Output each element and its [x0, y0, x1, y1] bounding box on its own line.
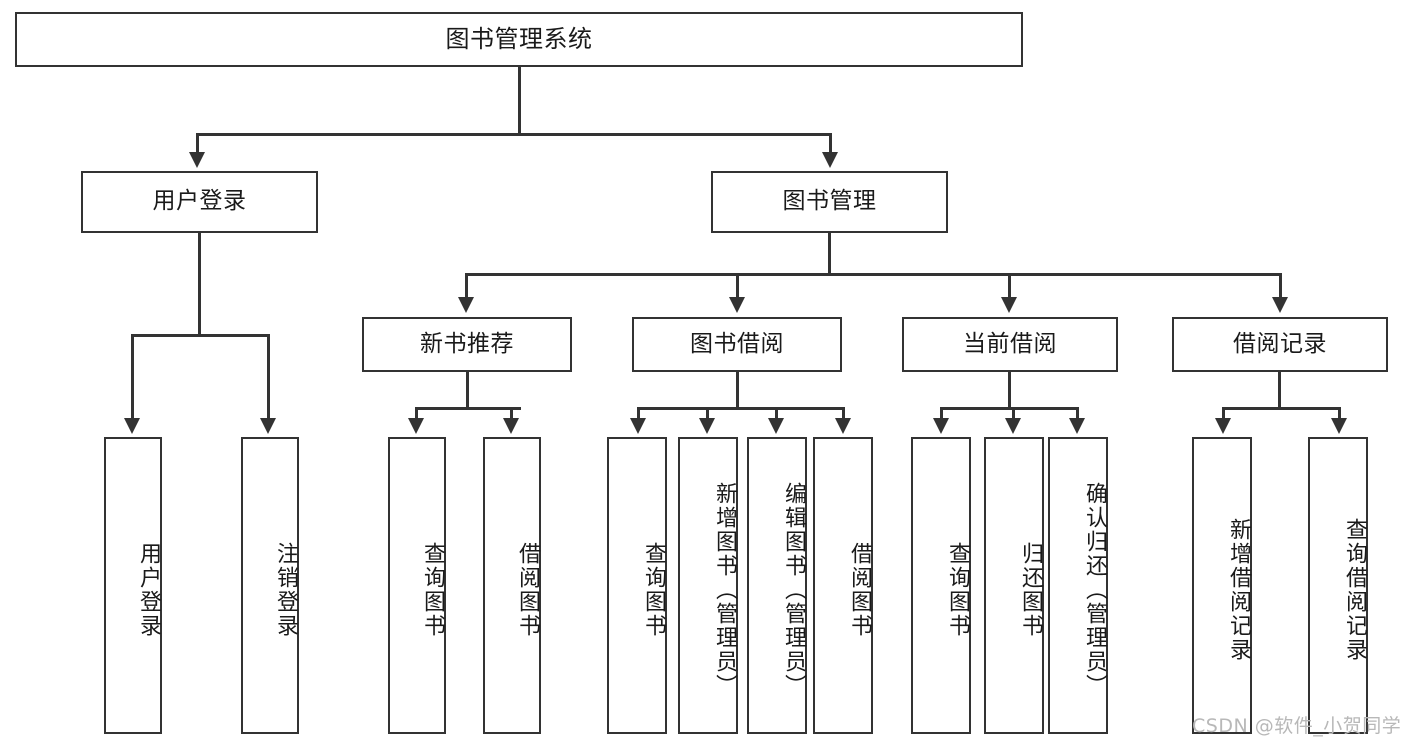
- leaf-borrow-query-book[interactable]: 查询图书: [607, 437, 667, 734]
- arrowhead-new-book-recommend: [458, 297, 474, 313]
- arrowhead-leaf-borrow-4: [835, 418, 851, 434]
- connector-root-to-book-mgmt: [829, 133, 832, 153]
- connector-record-drop-1: [1222, 407, 1225, 419]
- connector-recommend-drop-2: [510, 407, 513, 419]
- leaf-user-login-login[interactable]: 用户登录: [104, 437, 162, 734]
- connector-recommend-bar: [415, 407, 521, 410]
- leaf-current-return-book[interactable]: 归还图书: [984, 437, 1044, 734]
- leaf-borrow-borrow-book[interactable]: 借阅图书: [813, 437, 873, 734]
- connector-root-to-user-login: [196, 133, 199, 153]
- connector-borrow-drop-1: [637, 407, 640, 419]
- connector-current-drop-2: [1012, 407, 1015, 419]
- arrowhead-leaf-current-2: [1005, 418, 1021, 434]
- leaf-record-add-record[interactable]: 新增借阅记录: [1192, 437, 1252, 734]
- csdn-watermark: CSDN @软件_小贺同学: [1192, 715, 1402, 737]
- connector-book-mgmt-drop-1: [465, 273, 468, 298]
- node-current-borrow[interactable]: 当前借阅: [902, 317, 1118, 372]
- node-borrow-record[interactable]: 借阅记录: [1172, 317, 1388, 372]
- node-book-management[interactable]: 图书管理: [711, 171, 948, 233]
- connector-recommend-stem: [466, 372, 469, 410]
- node-book-borrow[interactable]: 图书借阅: [632, 317, 842, 372]
- arrowhead-leaf-user-login-1: [124, 418, 140, 434]
- leaf-recommend-borrow-book[interactable]: 借阅图书: [483, 437, 541, 734]
- connector-borrow-drop-4: [842, 407, 845, 419]
- arrowhead-leaf-recommend-1: [408, 418, 424, 434]
- node-user-login[interactable]: 用户登录: [81, 171, 318, 233]
- connector-user-login-drop-2: [267, 334, 270, 419]
- connector-borrow-drop-2: [706, 407, 709, 419]
- connector-current-stem: [1008, 372, 1011, 410]
- connector-book-mgmt-bar: [465, 273, 1282, 276]
- connector-book-mgmt-drop-3: [1008, 273, 1011, 298]
- connector-user-login-bar: [131, 334, 269, 337]
- arrowhead-leaf-record-2: [1331, 418, 1347, 434]
- arrowhead-current-borrow: [1001, 297, 1017, 313]
- arrowhead-leaf-current-3: [1069, 418, 1085, 434]
- arrowhead-book-borrow: [729, 297, 745, 313]
- connector-user-login-stem: [198, 233, 201, 336]
- arrowhead-user-login: [189, 152, 205, 168]
- arrowhead-leaf-current-1: [933, 418, 949, 434]
- arrowhead-leaf-recommend-2: [503, 418, 519, 434]
- connector-current-drop-3: [1076, 407, 1079, 419]
- arrowhead-leaf-user-login-2: [260, 418, 276, 434]
- connector-recommend-drop-1: [415, 407, 418, 419]
- connector-book-mgmt-drop-4: [1279, 273, 1282, 298]
- connector-borrow-bar: [637, 407, 845, 410]
- node-new-book-recommend[interactable]: 新书推荐: [362, 317, 572, 372]
- connector-book-mgmt-drop-2: [736, 273, 739, 298]
- leaf-recommend-query-book[interactable]: 查询图书: [388, 437, 446, 734]
- arrowhead-leaf-borrow-1: [630, 418, 646, 434]
- leaf-user-login-logout[interactable]: 注销登录: [241, 437, 299, 734]
- leaf-borrow-edit-book-admin[interactable]: 编辑图书（管理员）: [747, 437, 807, 734]
- connector-record-drop-2: [1338, 407, 1341, 419]
- connector-root-stem: [518, 67, 521, 135]
- connector-user-login-drop-1: [131, 334, 134, 419]
- leaf-current-confirm-return-admin[interactable]: 确认归还（管理员）: [1048, 437, 1108, 734]
- node-root-system[interactable]: 图书管理系统: [15, 12, 1023, 67]
- arrowhead-leaf-borrow-3: [768, 418, 784, 434]
- arrowhead-leaf-borrow-2: [699, 418, 715, 434]
- connector-borrow-drop-3: [775, 407, 778, 419]
- leaf-current-query-book[interactable]: 查询图书: [911, 437, 971, 734]
- connector-record-stem: [1278, 372, 1281, 410]
- connector-root-bar: [196, 133, 832, 136]
- arrowhead-leaf-record-1: [1215, 418, 1231, 434]
- connector-borrow-stem: [736, 372, 739, 410]
- arrowhead-book-mgmt: [822, 152, 838, 168]
- leaf-borrow-add-book-admin[interactable]: 新增图书（管理员）: [678, 437, 738, 734]
- connector-current-drop-1: [940, 407, 943, 419]
- arrowhead-borrow-record: [1272, 297, 1288, 313]
- connector-current-bar: [940, 407, 1078, 410]
- leaf-record-query-record[interactable]: 查询借阅记录: [1308, 437, 1368, 734]
- connector-record-bar: [1222, 407, 1341, 410]
- connector-book-mgmt-stem: [828, 233, 831, 275]
